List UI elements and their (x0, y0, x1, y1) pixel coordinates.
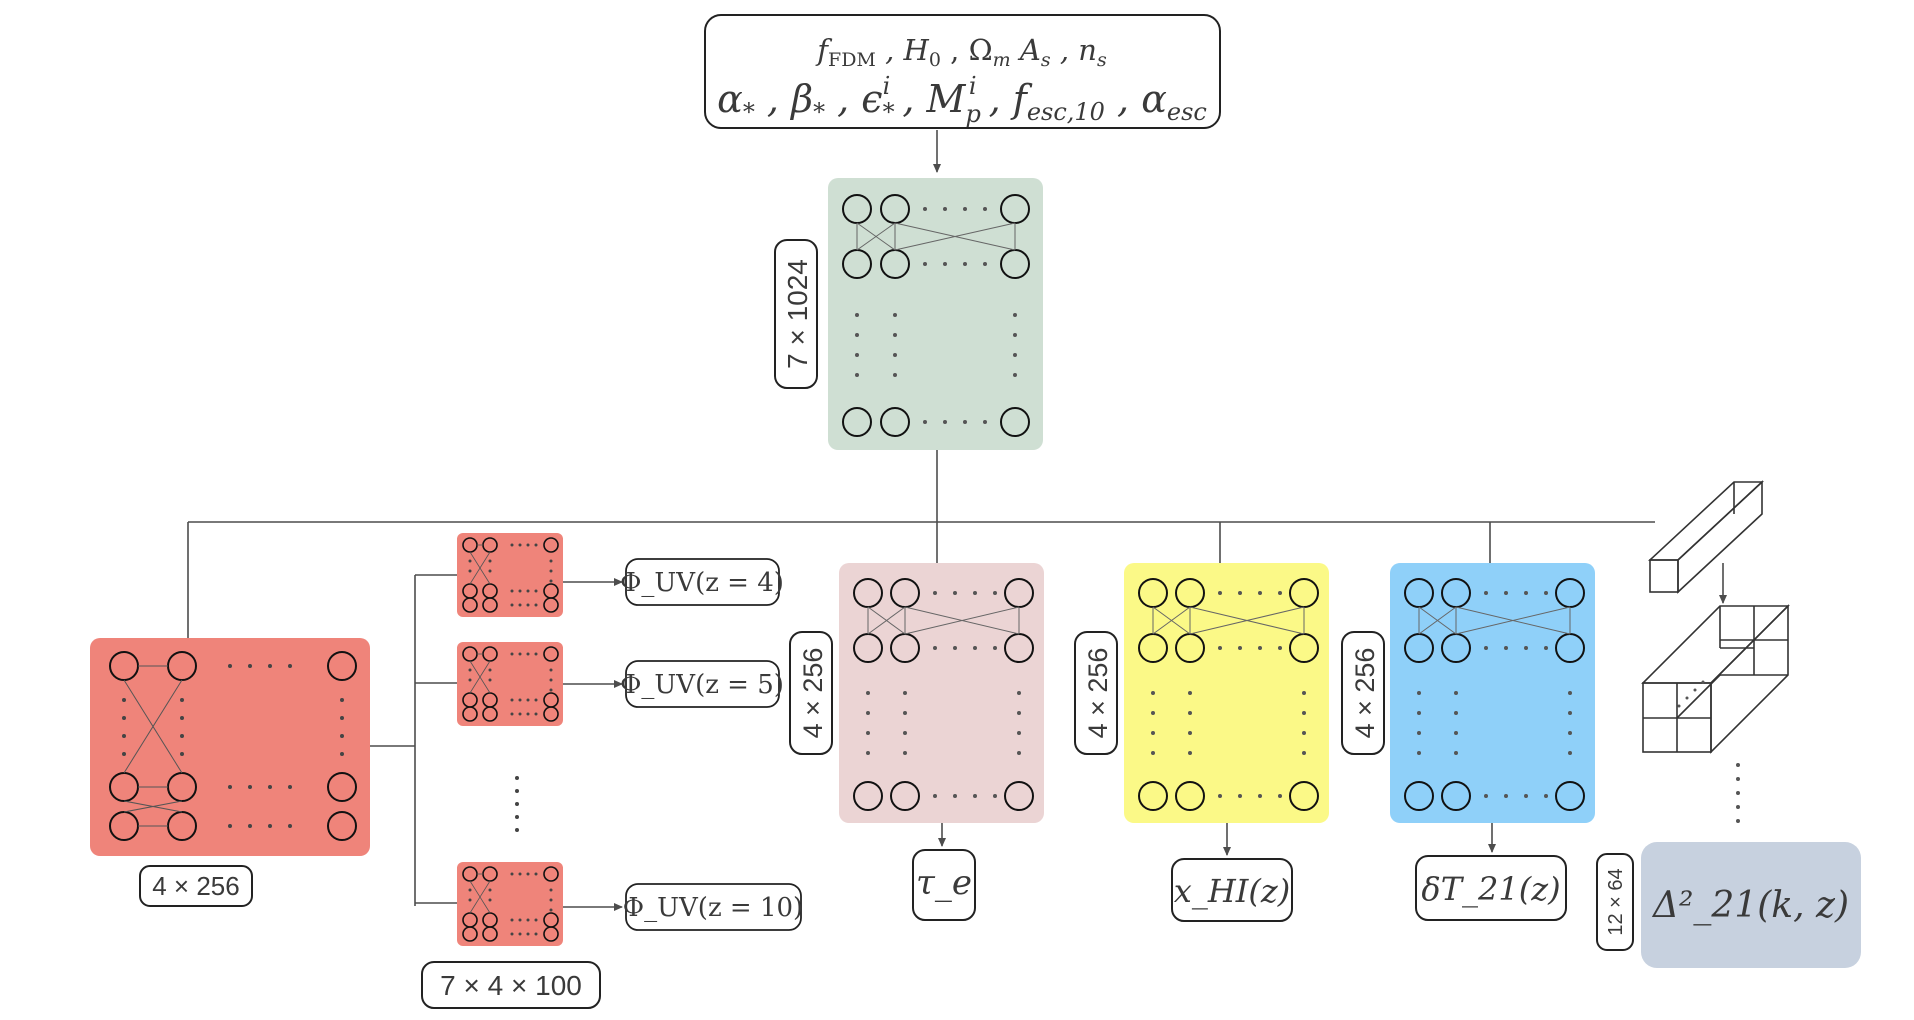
dt21-output: δT_21(z) (1415, 855, 1567, 921)
svg-text:Δ²_21(k, z): Δ²_21(k, z) (1651, 885, 1849, 926)
ps-ellipsis (1677, 680, 1740, 823)
uvlf-head-z10 (457, 862, 563, 946)
svg-text:4 × 256: 4 × 256 (1350, 648, 1380, 739)
svg-text:x_HI(z): x_HI(z) (1174, 872, 1290, 910)
uvlf-head-z4 (457, 533, 563, 617)
dt21-size-label: 4 × 256 (1341, 631, 1385, 755)
xhi-size-label: 4 × 256 (1074, 631, 1118, 755)
xhi-output: x_HI(z) (1171, 858, 1293, 922)
svg-text:τ_e: τ_e (916, 863, 972, 903)
uvlf-output-z5: Φ_UV(z = 5) (620, 660, 784, 708)
ps-feature-block (1641, 604, 1790, 754)
ps-size-label: 12 × 64 (1596, 853, 1634, 951)
trunk-ellipsis (855, 207, 1017, 424)
ps-input-prism (1647, 480, 1765, 594)
input-params-line1: fFDM , H0 , Ωm As , ns (815, 33, 1107, 71)
dt21-network (1390, 563, 1595, 823)
svg-text:7 × 4 × 100: 7 × 4 × 100 (440, 970, 582, 1001)
tau-network (839, 563, 1044, 823)
tau-size-label: 4 × 256 (789, 631, 833, 755)
ps-output: Δ²_21(k, z) (1641, 842, 1861, 968)
svg-text:δT_21(z): δT_21(z) (1421, 870, 1560, 908)
trunk-connections (856, 222, 1016, 251)
uvlf-heads-ellipsis (515, 776, 519, 832)
trunk-size-label: 7 × 1024 (774, 239, 818, 389)
trunk-network (828, 178, 1043, 450)
uvlf-base-size-label: 4 × 256 (139, 865, 253, 907)
xhi-network (1124, 563, 1329, 823)
svg-text:4 × 256: 4 × 256 (152, 871, 239, 901)
uvlf-output-arrows (563, 578, 623, 911)
uvlf-heads-size-label: 7 × 4 × 100 (421, 961, 601, 1009)
input-params-line2: α* , β* , ϵ*i , Mpi , fesc,10 , αesc (717, 72, 1207, 128)
tau-output: τ_e (912, 849, 976, 921)
uvlf-output-z10: Φ_UV(z = 10) (623, 883, 803, 931)
input-parameters-box: fFDM , H0 , Ωm As , ns α* , β* , ϵ*i , M… (704, 14, 1221, 129)
svg-text:Φ_UV(z = 5): Φ_UV(z = 5) (620, 670, 784, 700)
uvlf-base-network (90, 638, 370, 856)
svg-text:Φ_UV(z = 10): Φ_UV(z = 10) (623, 893, 803, 923)
svg-text:4 × 256: 4 × 256 (1083, 648, 1113, 739)
svg-text:4 × 256: 4 × 256 (798, 648, 828, 739)
svg-text:12 × 64: 12 × 64 (1605, 868, 1627, 935)
svg-text:Φ_UV(z = 4): Φ_UV(z = 4) (620, 568, 784, 598)
svg-text:7 × 1024: 7 × 1024 (782, 259, 813, 369)
uvlf-head-z5 (457, 642, 563, 726)
uvlf-tree (370, 574, 457, 906)
uvlf-output-z4: Φ_UV(z = 4) (620, 558, 784, 606)
branch-bus (187, 450, 1655, 638)
